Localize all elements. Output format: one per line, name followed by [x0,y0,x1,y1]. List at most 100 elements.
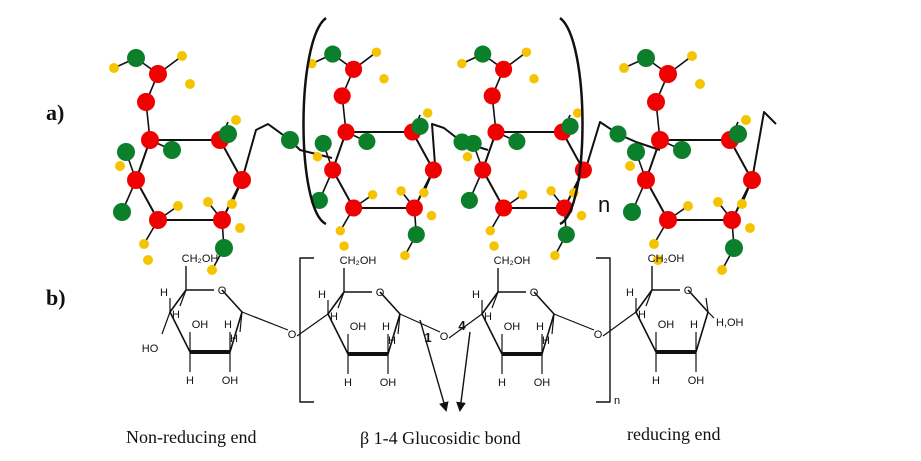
repeat-bracket-left [302,16,327,226]
substituent-bond [239,311,243,333]
oxygen-atom [324,45,342,63]
ball-and-stick-model: n [109,16,777,275]
hydroxyl-label: OH [534,377,551,389]
hydrogen-label: H [638,309,646,321]
carbon-atom [659,65,677,83]
glycosidic-bond [602,311,637,337]
carbon-atom [127,171,145,189]
hydroxyl-label: OH [192,319,209,331]
hydroxyl-label: OH [658,319,675,331]
repeat-subscript-n: n [614,395,620,407]
ch2oh-label: CH₂OH [340,255,377,267]
substituent-bond [645,289,653,307]
carbon-atom [637,171,655,189]
hydroxyl-label: OH [380,377,397,389]
oxygen-atom [407,226,425,244]
hydrogen-label: H [172,309,180,321]
carbon-atom [137,93,155,111]
carbon-atom [345,60,363,78]
hydrogen-label: H [388,335,396,347]
hydrogen-atom [367,189,378,200]
hydrogen-label: H [472,289,480,301]
hydrogen-atom [371,47,382,57]
carbon-atom [324,161,342,179]
hydrogen-label: H [186,375,194,387]
carbon-atom [345,199,363,217]
hydrogen-label: H [542,335,550,347]
hydrogen-atom [737,199,747,209]
hydrogen-atom [546,186,556,196]
ring-oxygen-label: O [376,287,385,299]
hydrogen-atom [227,199,237,209]
hydrogen-atom [625,161,635,171]
hydrogen-atom [109,63,119,73]
glycosidic-bond [296,313,329,337]
bridge-oxygen-label: O [440,331,449,343]
repeat-bracket-right [559,16,584,226]
oxygen-atom [219,125,237,143]
ch2oh-label: CH₂OH [648,253,685,265]
carbon-atom [743,171,761,189]
hydrogen-atom [396,186,406,196]
model-atoms [109,45,761,275]
hydrogen-atom [419,188,429,198]
bond-arrow [456,331,471,412]
oxygen-atom [673,141,691,159]
hydrogen-atom [489,241,499,251]
hydroxyl-label: H,OH [716,317,744,329]
hydrogen-label: H [484,311,492,323]
oxygen-atom [460,191,478,209]
ring-bond [135,139,243,221]
carbon-atom [474,161,492,179]
hydrogen-label: H [652,375,660,387]
oxygen-atom [623,203,641,221]
carbon-atom [405,199,423,217]
carbon-atom [574,161,592,179]
hydrogen-atom [653,255,663,265]
hydroxyl-label: OH [222,375,239,387]
hydrogen-atom [529,74,539,84]
oxygen-atom [215,239,233,257]
oxygen-atom [163,141,181,159]
hydrogen-atom [517,189,528,200]
bridge-oxygen-atom [453,133,471,151]
hydrogen-label: H [344,377,352,389]
oxygen-atom [474,45,492,63]
oxygen-atom [561,117,579,135]
hydrogen-atom [339,241,349,251]
oxygen-atom [557,226,575,244]
bond-arrow [419,319,449,412]
hydrogen-atom [143,255,153,265]
oxygen-atom [411,117,429,135]
oxygen-atom [310,191,328,209]
hydrogen-atom [400,250,410,261]
chain-end-bond [751,111,777,181]
glycosidic-bond [553,313,595,331]
bridge-oxygen-label: O [594,329,603,341]
haworth-structure: OCH₂OHHHHOOHHHOHHOCH₂OHHHOHHHOHHOCH₂OHHH… [142,253,744,412]
carbon-atom [483,87,501,105]
oxygen-atom [314,134,332,152]
hydrogen-atom [173,201,183,211]
oxygen-atom [117,143,135,161]
hydrogen-atom [203,197,213,207]
hydrogen-label: H [690,319,698,331]
ring-bond [481,131,585,209]
model-bonds [113,51,777,271]
repeat-bracket-right [596,257,611,403]
substituent-bond [337,291,345,309]
carbon-atom [651,131,669,149]
panel-label-a: a) [46,100,65,125]
hydrogen-atom [335,226,346,236]
hydrogen-atom [207,265,217,275]
carbon-atom [149,211,167,229]
hydrogen-label: H [626,287,634,299]
repeat-bracket-left [299,257,314,403]
hydrogen-atom [717,265,727,275]
substituent-bond [705,297,709,313]
hydrogen-atom [521,47,532,57]
hydrogen-label: H [230,333,238,345]
hydroxyl-label: OH [350,321,367,333]
carbon-atom [213,211,231,229]
oxygen-atom [127,49,145,67]
